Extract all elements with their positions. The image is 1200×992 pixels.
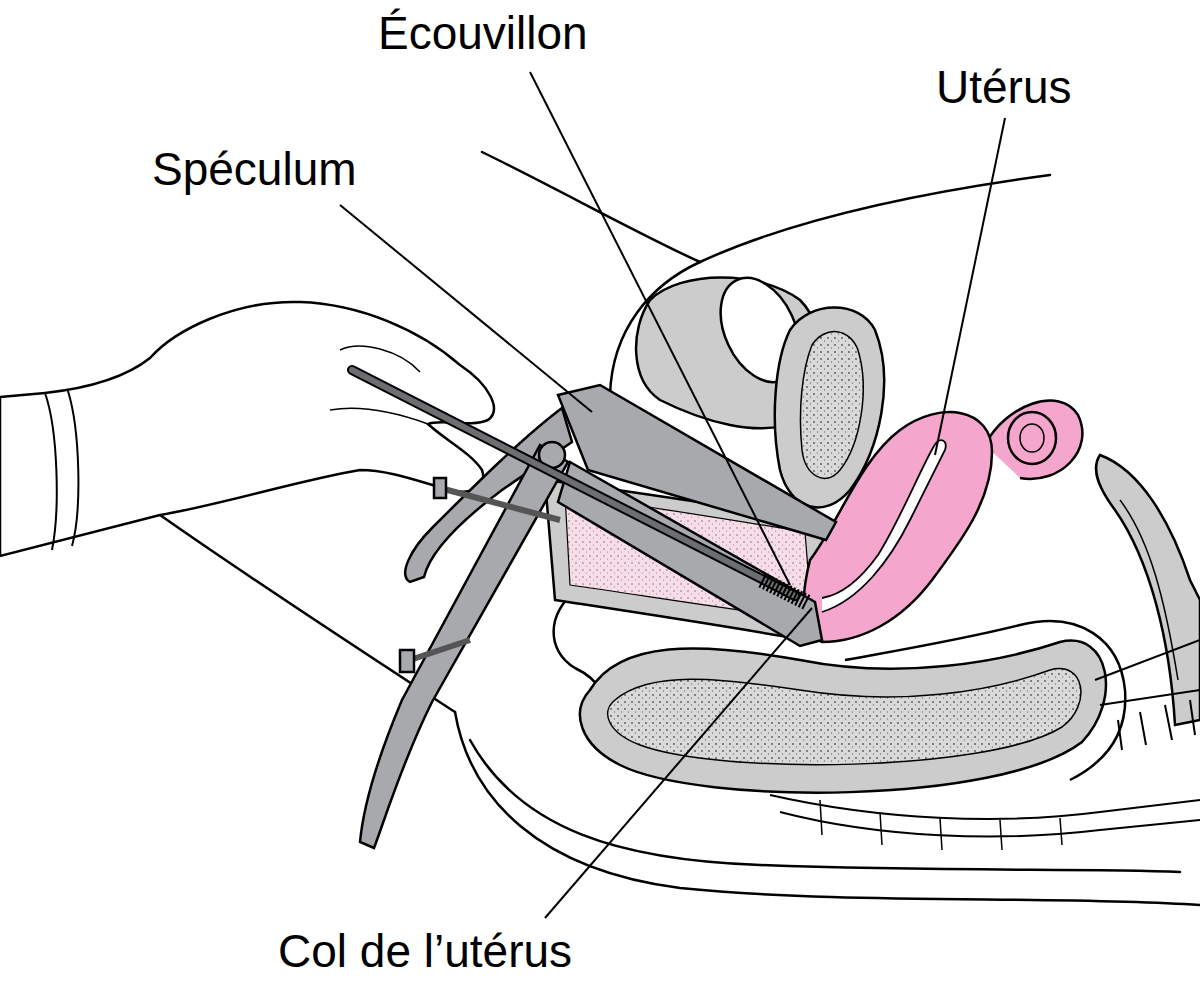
- ovary: [1020, 424, 1044, 452]
- part-label-box: Col de l’utérus: [278, 928, 572, 974]
- rectum-wall: [580, 641, 1106, 793]
- pelvic-organs: [545, 265, 1200, 792]
- vertebra-line: [1100, 690, 1200, 750]
- speculum-handle: [360, 445, 568, 848]
- part-label: Utérus: [936, 61, 1071, 113]
- spine: [770, 640, 1200, 850]
- sigmoid-colon: [1120, 500, 1178, 680]
- swab-brush: [762, 580, 808, 603]
- rectum: [608, 669, 1081, 765]
- part-label-box: Utérus: [936, 64, 1071, 110]
- thigh-line: [482, 152, 700, 262]
- speculum: [360, 385, 836, 848]
- ovary: [1008, 412, 1056, 464]
- leader-line: [530, 72, 790, 585]
- glove: [0, 302, 494, 556]
- speculum-screw: [410, 640, 470, 660]
- part-label-box: Écouvillon: [378, 10, 588, 56]
- spine-line: [1095, 640, 1200, 680]
- leader-lines: [340, 72, 1005, 918]
- leader-line: [340, 205, 592, 412]
- sigmoid-colon: [1096, 455, 1200, 725]
- uterus-group: [804, 401, 1083, 642]
- fallopian-tube: [985, 401, 1082, 479]
- swab-rod: [352, 370, 795, 596]
- speculum-blade: [558, 385, 836, 540]
- glove-cuff: [45, 391, 78, 550]
- bladder: [800, 332, 863, 479]
- coccyx-segment: [820, 800, 1062, 850]
- part-label-box: Spéculum: [152, 146, 357, 192]
- uterine-cavity: [822, 440, 946, 612]
- leader-line: [935, 118, 1005, 455]
- speculum-knob: [434, 478, 446, 498]
- coccyx-line: [770, 795, 1200, 836]
- speculum-knob: [400, 650, 414, 672]
- body-outline: [160, 152, 1200, 905]
- part-label: Écouvillon: [378, 7, 588, 59]
- part-label: Spéculum: [152, 143, 357, 195]
- swab-rod: [352, 370, 795, 596]
- leader-line: [545, 608, 812, 918]
- part-label: Col de l’utérus: [278, 925, 572, 977]
- speculum-screw: [440, 488, 560, 520]
- abdomen-line: [700, 175, 1050, 262]
- gloved-hand: [0, 302, 494, 556]
